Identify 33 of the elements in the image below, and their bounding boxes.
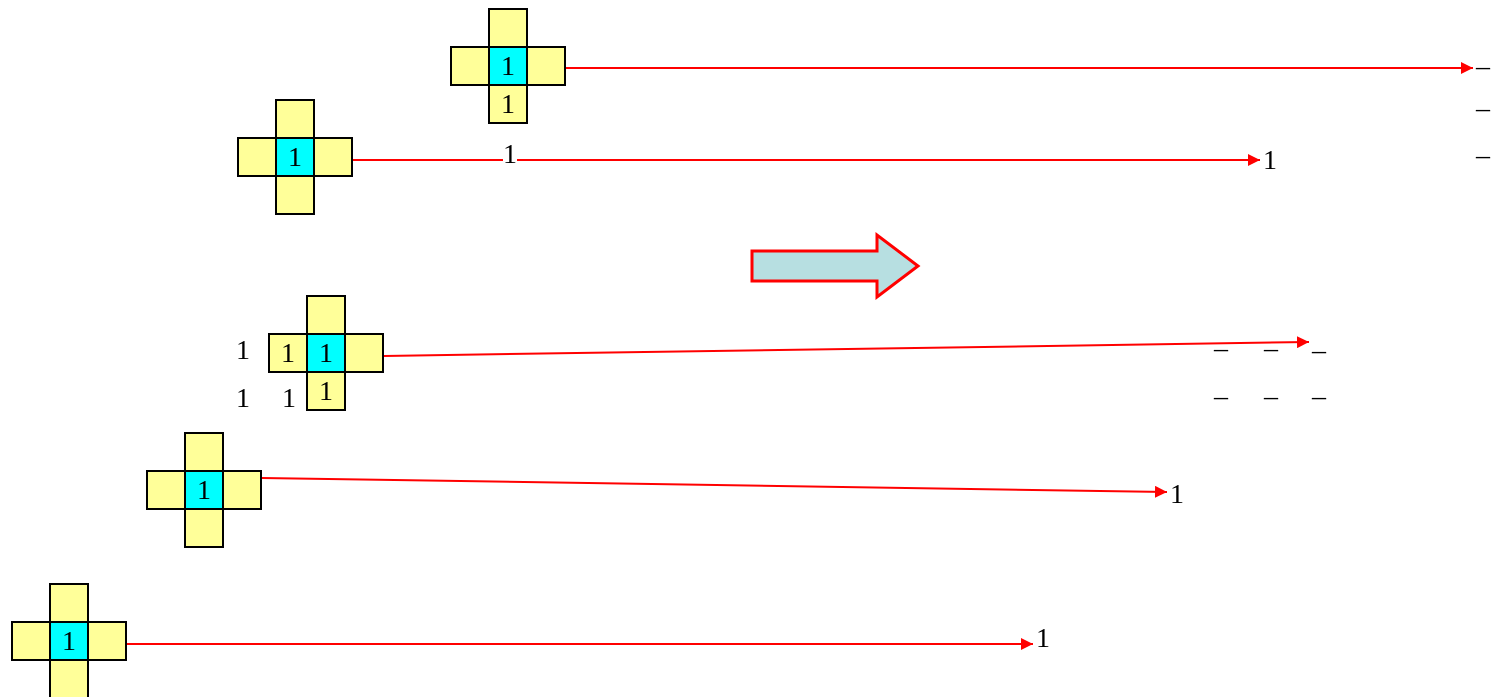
arrow	[352, 154, 1261, 166]
math-term: 1	[319, 377, 333, 405]
cross-stencil	[268, 295, 384, 411]
math-term: –	[1264, 382, 1278, 410]
cross-stencil	[146, 432, 262, 548]
math-term: 1	[319, 339, 333, 367]
math-term: 1	[1170, 480, 1184, 508]
math-term: 1	[281, 339, 295, 367]
math-term: –	[1214, 382, 1228, 410]
cross-stencil	[11, 583, 127, 697]
cross-stencil	[450, 8, 566, 124]
math-term: 1	[501, 90, 515, 118]
cross-stencil	[237, 99, 353, 215]
math-term: 1	[1263, 146, 1277, 174]
math-term: –	[1476, 141, 1490, 169]
math-term: 1	[501, 52, 515, 80]
math-term: 1	[236, 384, 250, 412]
arrow	[126, 638, 1034, 650]
math-term: 1	[62, 627, 76, 655]
math-term: 1	[1036, 624, 1050, 652]
arrow	[383, 336, 1310, 357]
math-term: –	[1214, 334, 1228, 362]
math-term: –	[1476, 52, 1490, 80]
arrow	[261, 477, 1168, 498]
math-term: –	[1312, 336, 1326, 364]
arrow	[565, 62, 1474, 74]
math-term: –	[1264, 334, 1278, 362]
math-term: –	[1312, 382, 1326, 410]
math-term: –	[1476, 94, 1490, 122]
math-term: 1	[282, 384, 296, 412]
math-term: 1	[288, 143, 302, 171]
math-term: 1	[197, 476, 211, 504]
math-term: 1	[236, 336, 250, 364]
